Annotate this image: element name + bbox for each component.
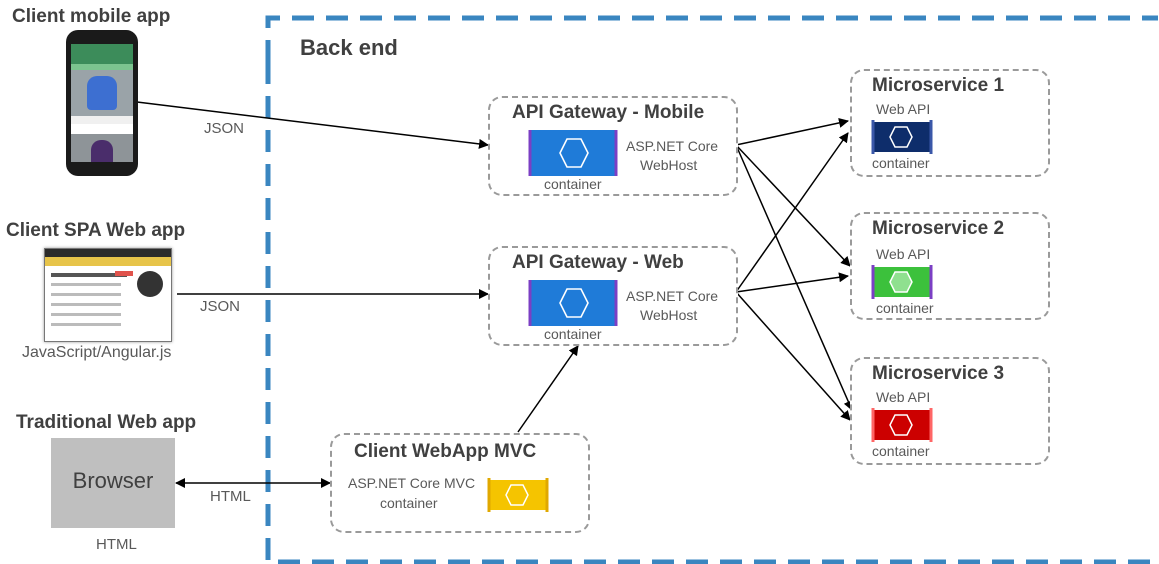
microservice-3-box: Microservice 3 Web API container: [850, 357, 1050, 465]
client-mobile-title: Client mobile app: [12, 6, 171, 27]
microservice-3-title: Microservice 3: [872, 363, 1005, 384]
gateway-web-host-line1: ASP.NET Core: [626, 288, 719, 304]
microservice-2-container-icon: [871, 265, 933, 299]
microservice-2-box: Microservice 2 Web API container: [850, 212, 1050, 320]
arrow-gww-ms3: [735, 291, 851, 421]
browser-caption: HTML: [96, 536, 137, 553]
backend-border: [265, 15, 1158, 564]
backend-title: Back end: [300, 35, 398, 60]
gateway-mobile-title: API Gateway - Mobile: [512, 102, 705, 123]
microservice-2-container-label: container: [876, 300, 934, 316]
microservice-2-title: Microservice 2: [872, 218, 1005, 239]
traditional-title: Traditional Web app: [16, 412, 197, 433]
gateway-mobile-host-line1: ASP.NET Core: [626, 138, 719, 154]
json-label-spa: JSON: [200, 298, 241, 315]
browser-label: Browser: [72, 468, 154, 493]
arrow-gww-ms2: [735, 272, 849, 293]
gateway-web-container-icon: [528, 280, 618, 326]
json-label-mobile: JSON: [204, 120, 245, 137]
arrow-gwm-ms3: [735, 144, 853, 411]
microservice-3-container-icon: [871, 408, 933, 442]
microservice-3-container-label: container: [872, 443, 930, 459]
phone-illustration: [66, 30, 138, 176]
client-spa-title: Client SPA Web app: [6, 220, 186, 241]
gateway-mobile-container-label: container: [544, 176, 602, 192]
arrow-gwm-ms1: [735, 117, 849, 146]
spa-screenshot: [44, 248, 172, 342]
microservice-1-api-label: Web API: [876, 101, 931, 117]
arrow-gww-ms1: [735, 132, 849, 293]
html-label-link: HTML: [210, 488, 251, 505]
arrow-mobile-to-gateway: [136, 101, 489, 149]
gateway-web-container-label: container: [544, 326, 602, 342]
gateway-mobile-container-icon: [528, 130, 618, 176]
mvc-container-icon: [487, 478, 549, 512]
microservice-1-container-icon: [871, 120, 933, 154]
browser-box: Browser: [51, 438, 175, 528]
gateway-mobile-box: API Gateway - Mobile ASP.NET Core WebHos…: [488, 96, 738, 196]
mvc-line2: container: [380, 495, 438, 511]
spa-caption: JavaScript/Angular.js: [22, 344, 172, 361]
microservice-2-api-label: Web API: [876, 246, 931, 262]
gateway-web-host-line2: WebHost: [640, 307, 698, 323]
gateway-mobile-host-line2: WebHost: [640, 157, 698, 173]
gateway-web-box: API Gateway - Web ASP.NET Core WebHost c…: [488, 246, 738, 346]
mvc-box: Client WebApp MVC ASP.NET Core MVC conta…: [330, 433, 590, 533]
microservice-1-container-label: container: [872, 155, 930, 171]
arrow-mvc-to-gateway-web: [517, 345, 579, 433]
arrow-gwm-ms2: [735, 144, 851, 267]
mvc-line1: ASP.NET Core MVC: [348, 475, 476, 491]
microservice-1-title: Microservice 1: [872, 75, 1005, 96]
gateway-web-title: API Gateway - Web: [512, 252, 684, 273]
microservice-1-box: Microservice 1 Web API container: [850, 69, 1050, 177]
mvc-title: Client WebApp MVC: [354, 441, 537, 462]
microservice-3-api-label: Web API: [876, 389, 931, 405]
